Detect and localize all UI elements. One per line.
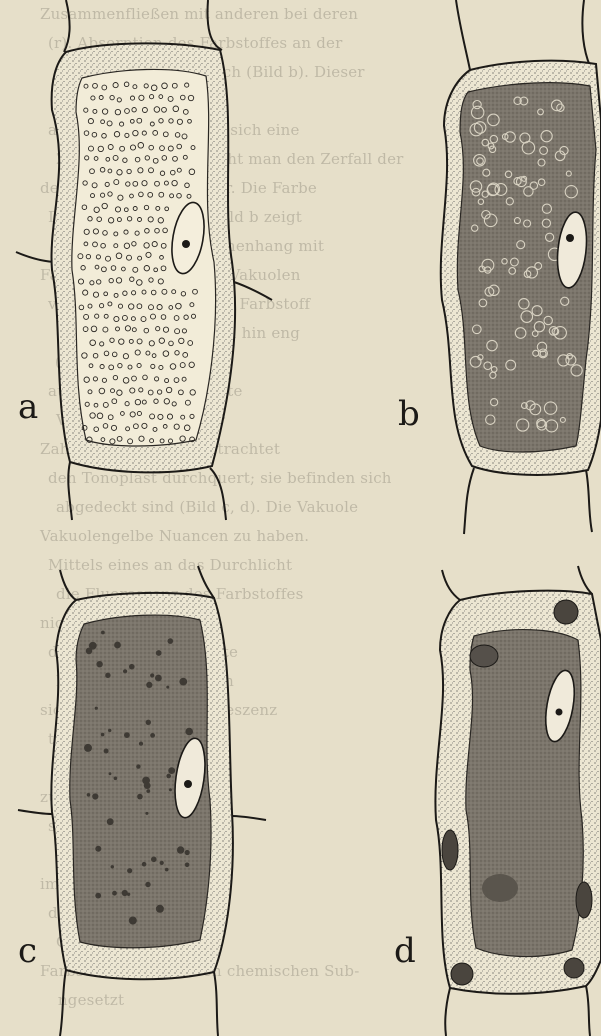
fleck — [169, 788, 172, 791]
dark-globule — [451, 963, 473, 985]
panel-label-a: a — [18, 387, 38, 427]
cell-wall-bottom-right — [214, 972, 218, 1036]
fleck — [168, 638, 174, 644]
fleck — [179, 678, 187, 686]
fleck — [95, 846, 101, 852]
dark-globule — [576, 882, 592, 918]
fleck — [112, 891, 117, 896]
panel-b: b — [398, 0, 601, 534]
cell-wall-bottom-left — [445, 988, 450, 1036]
fleck — [165, 868, 169, 872]
panel-a: a — [16, 0, 272, 520]
fleck — [122, 890, 128, 896]
nucleolus — [556, 709, 563, 716]
nucleolus — [184, 780, 192, 788]
fleck — [146, 789, 150, 793]
dark-globule — [442, 830, 458, 870]
fleck — [108, 729, 111, 732]
panel-label-c: c — [18, 931, 37, 971]
fleck — [137, 794, 143, 800]
cell-wall-top-left — [64, 0, 70, 52]
fleck — [166, 774, 171, 779]
dark-globule — [482, 874, 518, 902]
cell-wall-bottom-right — [210, 468, 226, 520]
panel-d: d — [394, 566, 601, 1036]
fleck — [127, 868, 132, 873]
panel-c: c — [18, 566, 266, 1036]
fleck — [142, 777, 150, 785]
fleck — [150, 733, 155, 738]
cell-wall-bottom-left — [60, 970, 66, 1036]
fleck — [114, 777, 118, 781]
cell-wall-bottom-right — [586, 986, 590, 1036]
fleck — [124, 732, 130, 738]
fleck — [155, 675, 162, 682]
fleck — [146, 720, 151, 725]
fleck — [123, 669, 127, 673]
fleck — [156, 650, 162, 656]
panel-label-b: b — [398, 394, 420, 434]
fleck — [185, 850, 190, 855]
fleck — [105, 673, 110, 678]
fleck — [104, 749, 109, 754]
fleck — [136, 764, 140, 768]
wall-spur-right — [232, 816, 266, 820]
cell-wall-top-left — [60, 570, 76, 600]
fleck — [177, 846, 184, 853]
dark-globule — [564, 958, 584, 978]
cell-wall-bottom-left — [464, 468, 474, 534]
cell-wall-top-right — [582, 0, 590, 66]
cell-wall-top-right — [578, 566, 592, 594]
fleck — [109, 772, 112, 775]
fleck — [96, 661, 102, 667]
panel-label-d: d — [394, 931, 416, 971]
fleck — [146, 682, 152, 688]
fleck — [156, 905, 164, 913]
fleck — [92, 793, 98, 799]
fleck — [111, 865, 114, 868]
fleck — [139, 742, 143, 746]
fleck — [160, 861, 164, 865]
cell-wall-bottom-left — [68, 462, 72, 520]
cell-wall-top-right — [208, 0, 222, 50]
fleck — [87, 793, 91, 797]
nucleolus — [566, 234, 574, 242]
fleck — [150, 673, 154, 677]
fleck — [145, 812, 148, 815]
fleck — [101, 631, 105, 635]
cell-wall-top-right — [198, 566, 214, 598]
fleck — [142, 862, 147, 867]
fleck — [107, 818, 114, 825]
fleck — [168, 767, 175, 774]
fleck — [101, 733, 105, 737]
fleck — [166, 686, 169, 689]
fleck — [95, 893, 101, 899]
fleck — [129, 664, 135, 670]
wall-spur-left — [18, 810, 52, 814]
dark-globule — [554, 600, 578, 624]
fleck — [151, 857, 157, 863]
cell-wall-bottom-right — [586, 470, 592, 532]
fleck — [185, 863, 190, 868]
nucleolus — [182, 240, 190, 248]
wall-spur-right — [234, 282, 272, 300]
cell-wall-top-left — [442, 570, 460, 600]
fleck — [185, 728, 193, 736]
fleck — [129, 917, 137, 925]
cell-wall-top-left — [456, 0, 470, 70]
dark-globule — [470, 645, 498, 667]
fleck — [145, 882, 150, 887]
fleck — [84, 744, 92, 752]
fleck — [89, 642, 97, 650]
fleck — [95, 707, 98, 710]
fleck — [114, 642, 121, 649]
